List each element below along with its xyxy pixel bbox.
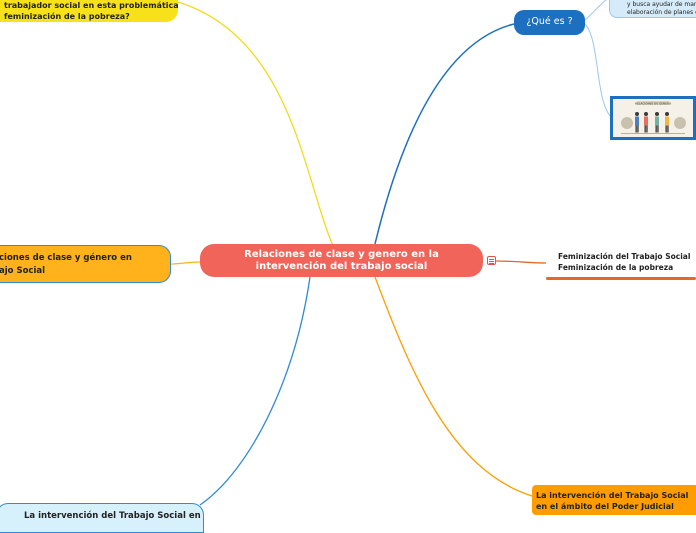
link-to-yellow-top (177, 1, 341, 261)
link-que-to-image (584, 23, 612, 118)
link-to-feminizacion (495, 260, 547, 264)
branch-text-line2: Feminización de la pobreza (558, 262, 674, 272)
link-to-que-es (374, 23, 515, 245)
branch-text-line1: La intervención del Trabajo Social (536, 491, 689, 500)
branch-node-feminizacion[interactable]: Feminización del Trabajo Social Feminiza… (546, 248, 696, 278)
link-que-to-desc (584, 0, 607, 21)
link-to-judicial (374, 276, 533, 497)
connector-lines (170, 0, 612, 506)
branch-node-orange-left[interactable]: ciones de clase y género en ajo Social (0, 245, 171, 283)
branch-node-blue-bottom[interactable]: La intervención del Trabajo Social en (0, 503, 204, 533)
central-topic-line2: intervención del trabajo social (255, 261, 428, 272)
people-illustration-icon: RELACIONES DE GÉNERO (613, 99, 693, 137)
central-topic-node[interactable]: Relaciones de clase y genero en la inter… (200, 244, 483, 277)
image-title: RELACIONES DE GÉNERO (635, 100, 672, 105)
branch-text-line2: ajo Social (0, 266, 46, 276)
description-line2: elaboración de planes e (627, 9, 696, 16)
link-to-orange-left (170, 261, 201, 265)
branch-node-yellow-top[interactable]: trabajador social en esta problemática d… (0, 0, 178, 22)
description-line1: y busca ayudar de mane (627, 1, 696, 8)
que-es-label: ¿Qué es ? (526, 16, 573, 27)
branch-text-line1: trabajador social en esta problemática d… (4, 1, 178, 10)
branch-node-que-es[interactable]: ¿Qué es ? (514, 10, 585, 35)
branch-text-line1: La intervención del Trabajo Social en (24, 511, 201, 521)
branch-node-judicial[interactable]: La intervención del Trabajo Social en el… (532, 485, 696, 515)
link-to-blue-bottom (199, 276, 311, 506)
branch-text-line1: Feminización del Trabajo Social (558, 252, 691, 261)
branch-text-line1: ciones de clase y género en (0, 253, 132, 263)
collapse-toggle-icon[interactable] (487, 256, 496, 265)
branch-text-line2: en el ámbito del Poder Judicial (536, 502, 674, 511)
branch-underline (546, 277, 696, 280)
description-node[interactable]: y busca ayudar de mane elaboración de pl… (609, 0, 696, 18)
branch-text-line2: feminización de la pobreza? (4, 12, 130, 21)
image-thumbnail-node[interactable]: RELACIONES DE GÉNERO (610, 96, 696, 140)
illustration-image: RELACIONES DE GÉNERO (613, 99, 693, 137)
central-topic-line1: Relaciones de clase y genero en la (244, 249, 439, 260)
